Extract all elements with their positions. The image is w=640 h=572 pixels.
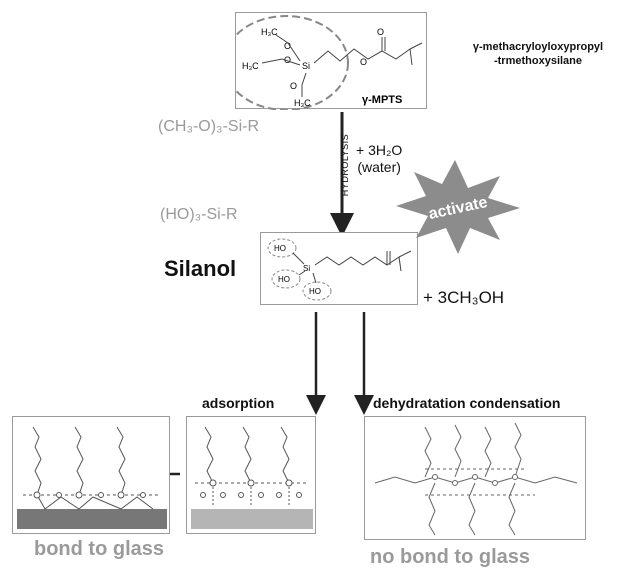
mpts-abbrev: γ-MPTS [362,94,402,106]
svg-text:Si: Si [303,264,310,273]
condensed-network-diagram [374,422,578,536]
compound-name-line1: γ-methacryloyloxypropyl [472,41,604,53]
water-reagent-line1: + 3H₂O [356,142,403,158]
svg-text:O: O [284,41,291,51]
silanol-title: Silanol [164,256,237,281]
svg-text:HO: HO [274,244,286,253]
svg-text:O: O [290,81,297,91]
svg-text:O: O [360,57,367,67]
condensed-network-box [364,416,586,540]
adsorbed-silanol-box [186,416,316,534]
compound-name-line2: -trmethoxysilane [493,55,583,67]
bond-to-glass-label: bond to glass [34,538,164,560]
mpts-structure-diagram: H₃C O H₃C O Si O H₃C O O γ-MPTS [236,15,423,110]
no-bond-to-glass-label: no bond to glass [370,546,530,568]
water-reagent: + 3H₂O (water) [356,142,402,176]
condensation-label: dehydratation condensation [373,395,561,411]
svg-text:H₃C: H₃C [294,98,311,108]
adsorbed-silanol-diagram [191,426,313,529]
svg-text:HO: HO [278,275,290,284]
svg-text:H₃C: H₃C [242,61,259,71]
silanol-structure-box: HO HO HO Si [260,232,418,305]
svg-text:H₃C: H₃C [261,27,278,37]
methanol-byproduct: + 3CH₃OH [423,288,505,307]
svg-text:O: O [284,55,291,65]
adsorption-label: adsorption [202,395,275,411]
silanol-formula-label: (HO)₃-Si-R [160,206,238,223]
bonded-glass-box [12,416,170,534]
svg-text:HO: HO [309,287,321,296]
svg-text:O: O [377,27,384,37]
bonded-glass-diagram [17,426,167,529]
compound-name: γ-methacryloyloxypropyl -trmethoxysilane [438,40,638,68]
mpts-structure-box: H₃C O H₃C O Si O H₃C O O γ-MPTS [235,12,427,110]
silanol-structure-diagram: HO HO HO Si [267,238,412,301]
svg-text:Si: Si [302,61,310,71]
hydrolysis-label: HYDROLYSIS [340,133,350,197]
water-reagent-line2: (water) [357,159,401,175]
methoxy-formula-label: (CH₃-O)₃-Si-R [158,118,260,135]
